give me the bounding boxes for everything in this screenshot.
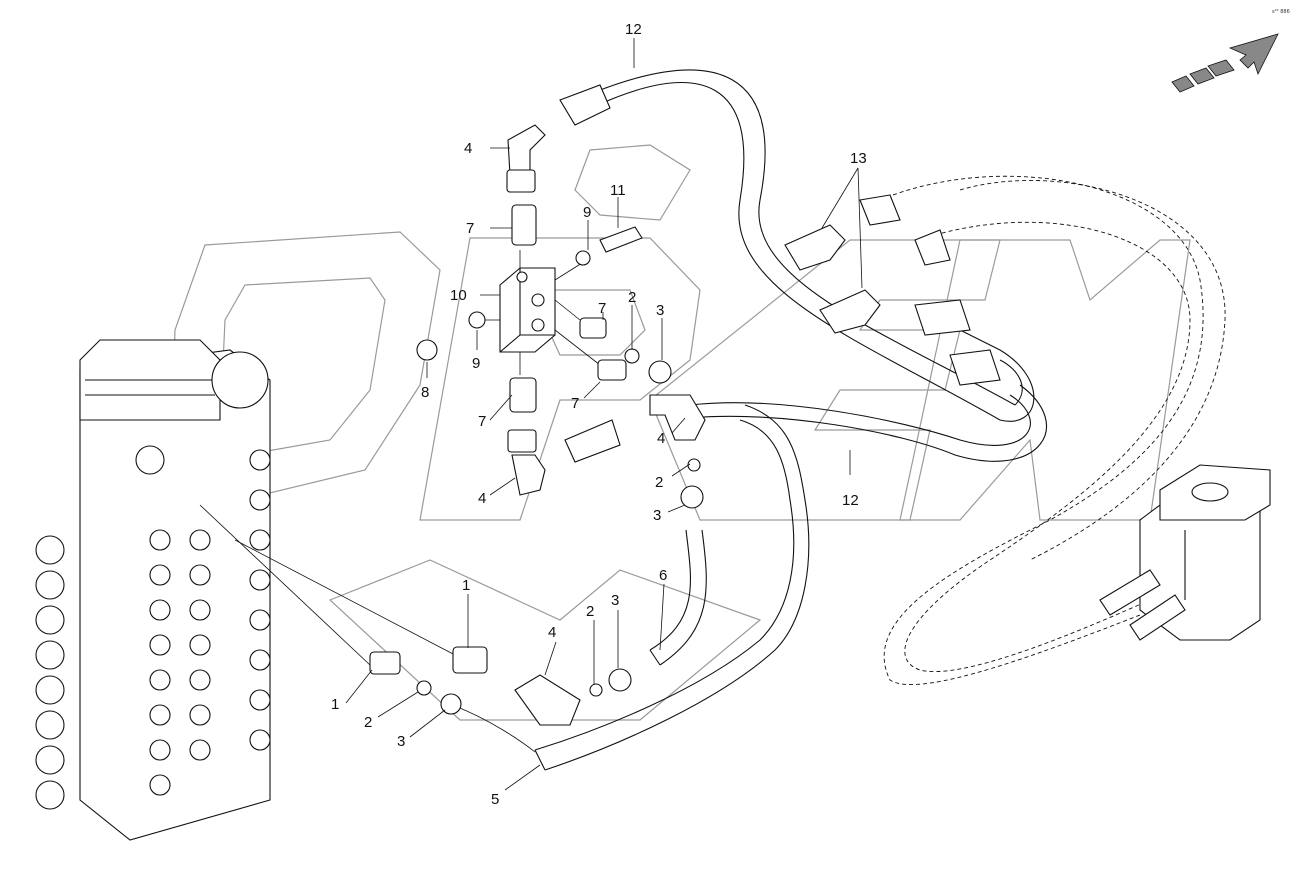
manifold-block <box>480 250 601 375</box>
hose-6 <box>649 529 707 666</box>
callout-3-a: 3 <box>656 302 664 319</box>
callout-5: 5 <box>491 791 499 808</box>
callout-7-b: 7 <box>598 300 606 317</box>
control-valve-block <box>35 339 456 841</box>
valve-spools <box>35 449 271 810</box>
dashed-hoses <box>879 175 1226 685</box>
callout-11: 11 <box>610 182 626 199</box>
callout-2-c: 2 <box>586 603 594 620</box>
callout-9-a: 9 <box>583 204 591 221</box>
callout-7-c: 7 <box>571 395 579 412</box>
callout-1-a: 1 <box>462 577 470 594</box>
hose-5 <box>454 404 810 771</box>
direction-arrow-icon <box>1171 33 1279 93</box>
callout-2-d: 2 <box>364 714 372 731</box>
callout-3-c: 3 <box>611 592 619 609</box>
leader-lines <box>345 38 863 791</box>
callout-8: 8 <box>421 384 429 401</box>
callout-3-d: 3 <box>397 733 405 750</box>
callout-7-a: 7 <box>466 220 474 237</box>
callout-3-b: 3 <box>653 507 661 524</box>
callout-labels: 12 12 13 4 4 4 4 7 7 7 7 9 9 11 10 2 2 2… <box>331 21 867 808</box>
callout-7-d: 7 <box>478 413 486 430</box>
callout-12-top: 12 <box>625 21 642 38</box>
callout-13: 13 <box>850 150 867 167</box>
hose-12-lower <box>689 384 1048 462</box>
callout-12-bottom: 12 <box>842 492 859 509</box>
callout-4-low: 4 <box>478 490 486 507</box>
callout-9-b: 9 <box>472 355 480 372</box>
callout-4-bottom: 4 <box>548 624 556 641</box>
callout-10: 10 <box>450 287 467 304</box>
callout-4-mid: 4 <box>657 430 665 447</box>
callout-2-a: 2 <box>628 289 636 306</box>
corner-mark: s²² 886 <box>1272 9 1290 15</box>
callout-6: 6 <box>659 567 667 584</box>
callout-2-b: 2 <box>655 474 663 491</box>
fittings <box>369 84 1001 726</box>
callout-1-b: 1 <box>331 696 339 713</box>
callout-4-top: 4 <box>464 140 472 157</box>
hydraulic-motor <box>1099 464 1271 641</box>
